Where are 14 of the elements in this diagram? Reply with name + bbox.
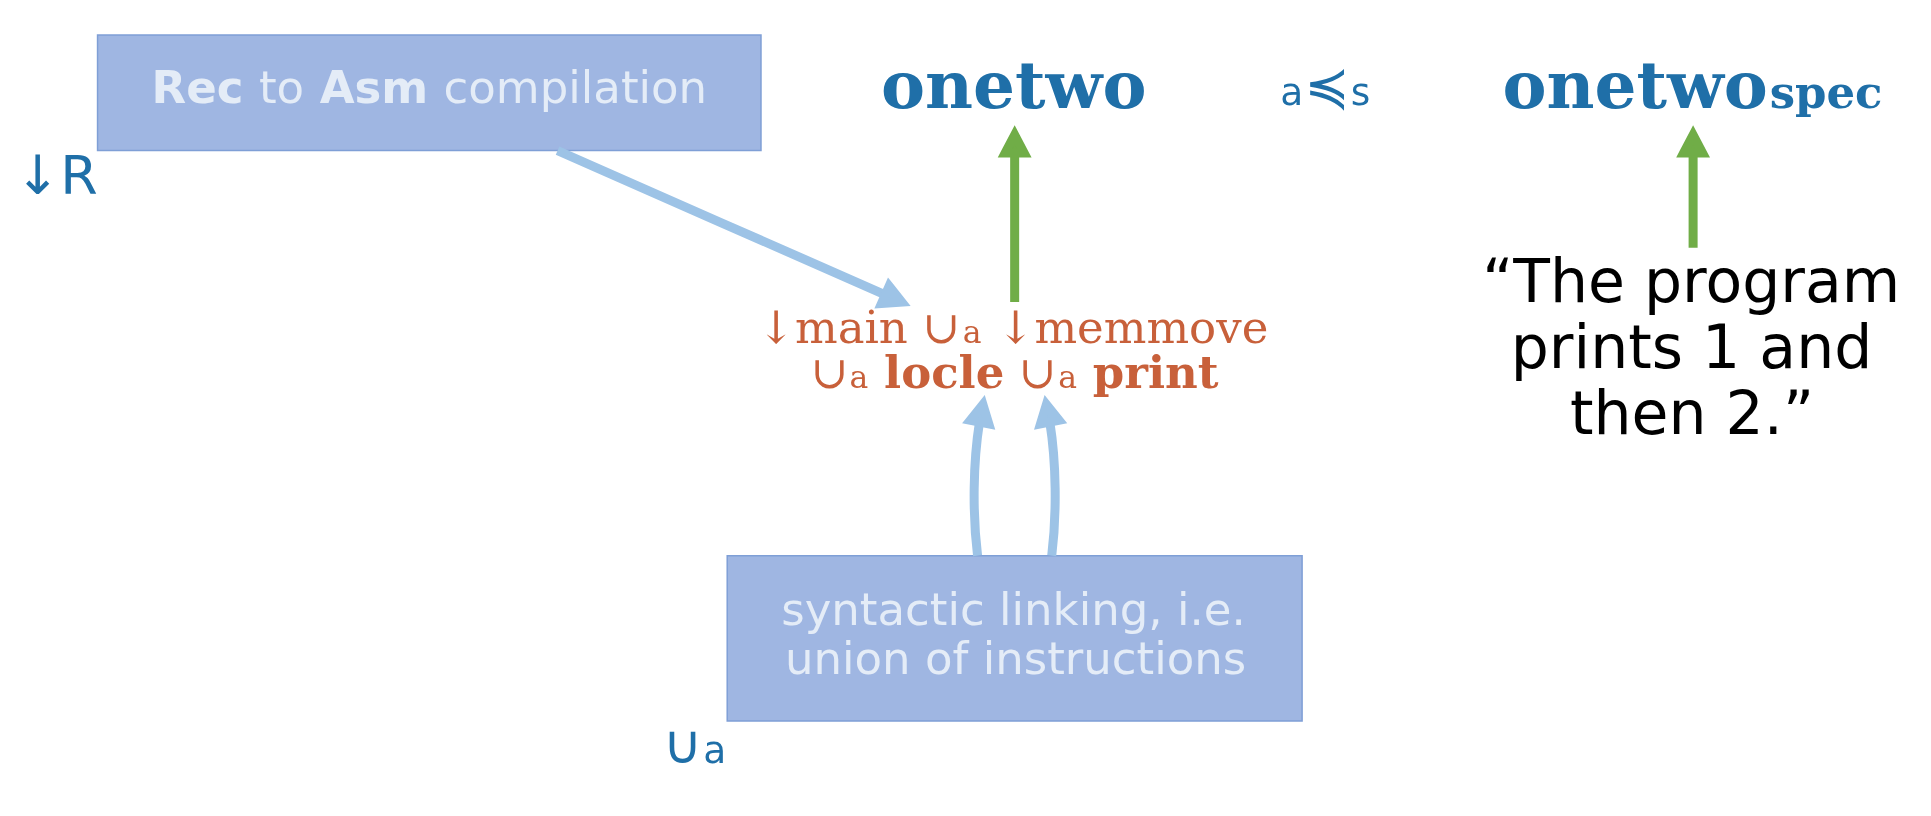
arrow bbox=[962, 394, 996, 557]
arrow bbox=[1034, 394, 1068, 557]
node-text: ↓main ∪a ↓memmove ∪a locle ∪a print bbox=[757, 300, 1269, 399]
node-text: “The program prints 1 and then 2.” bbox=[1482, 246, 1901, 449]
node-label: ↓R bbox=[15, 143, 98, 207]
node-text: onetwo bbox=[881, 46, 1147, 125]
label: a≼s bbox=[1280, 54, 1371, 118]
node-label: ∪a bbox=[662, 712, 727, 776]
arrow bbox=[997, 125, 1032, 303]
arrow bbox=[1676, 125, 1710, 248]
arrow bbox=[555, 146, 911, 309]
node-box: syntactic linking, i.e. union of instructions bbox=[726, 555, 1303, 722]
node-text: onetwospec bbox=[1502, 46, 1883, 125]
node-box: Rec to Asm compilation bbox=[96, 34, 762, 152]
